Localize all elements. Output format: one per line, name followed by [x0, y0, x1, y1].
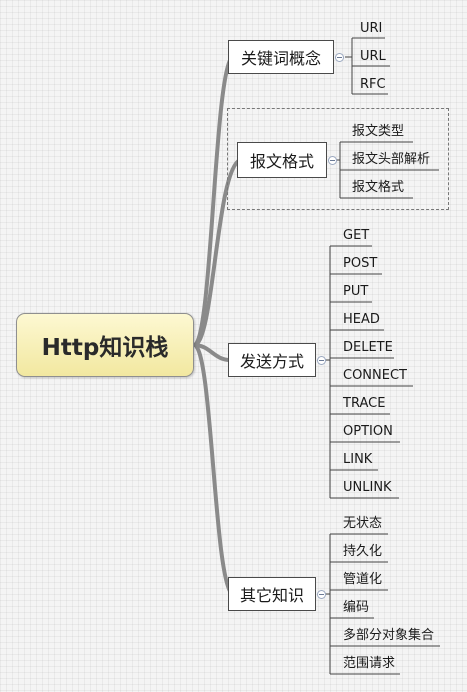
- collapse-toggle-other-knowledge-icon[interactable]: [317, 590, 326, 599]
- leaf-connect[interactable]: CONNECT: [343, 368, 407, 383]
- send-methods-leaf-lines: [325, 245, 413, 499]
- leaf-message-format[interactable]: 报文格式: [352, 180, 405, 195]
- message-format-boundary: [227, 108, 449, 210]
- leaf-rfc[interactable]: RFC: [360, 77, 386, 92]
- leaf-post[interactable]: POST: [343, 256, 378, 271]
- trunk-to-keywords: [192, 55, 234, 347]
- leaf-message-type[interactable]: 报文类型: [352, 124, 405, 139]
- trunk-to-other-knowledge: [192, 343, 234, 596]
- leaf-head[interactable]: HEAD: [343, 312, 380, 327]
- leaf-delete[interactable]: DELETE: [343, 340, 393, 355]
- branch-message-format[interactable]: 报文格式: [237, 142, 327, 178]
- trunk-to-message-format: [193, 158, 242, 347]
- collapse-toggle-send-methods-icon[interactable]: [317, 356, 326, 365]
- leaf-option[interactable]: OPTION: [343, 424, 393, 439]
- leaf-header-parsing[interactable]: 报文头部解析: [352, 152, 431, 167]
- leaf-put[interactable]: PUT: [343, 284, 369, 299]
- leaf-unlink[interactable]: UNLINK: [343, 480, 392, 495]
- branch-keywords[interactable]: 关键词概念: [228, 40, 334, 74]
- leaf-get[interactable]: GET: [343, 228, 370, 243]
- message-format-leaf-lines: [334, 141, 439, 199]
- branch-send-methods[interactable]: 发送方式: [228, 343, 316, 377]
- branch-other-knowledge[interactable]: 其它知识: [228, 577, 316, 611]
- leaf-link[interactable]: LINK: [343, 452, 373, 467]
- leaf-range-request[interactable]: 范围请求: [343, 656, 396, 671]
- leaf-stateless[interactable]: 无状态: [343, 516, 383, 531]
- leaf-multipart[interactable]: 多部分对象集合: [343, 628, 435, 643]
- leaf-encoding[interactable]: 编码: [343, 600, 370, 615]
- leaf-url[interactable]: URL: [360, 49, 386, 64]
- collapse-toggle-message-format-icon[interactable]: [328, 156, 337, 165]
- leaf-trace[interactable]: TRACE: [343, 396, 386, 411]
- collapse-toggle-keywords-icon[interactable]: [335, 53, 344, 62]
- leaf-uri[interactable]: URI: [360, 21, 383, 36]
- keywords-leaf-lines: [345, 37, 390, 95]
- leaf-persistence[interactable]: 持久化: [343, 544, 383, 559]
- leaf-pipelining[interactable]: 管道化: [343, 572, 383, 587]
- root-topic[interactable]: Http知识栈: [16, 313, 194, 377]
- other-knowledge-leaf-lines: [325, 533, 440, 675]
